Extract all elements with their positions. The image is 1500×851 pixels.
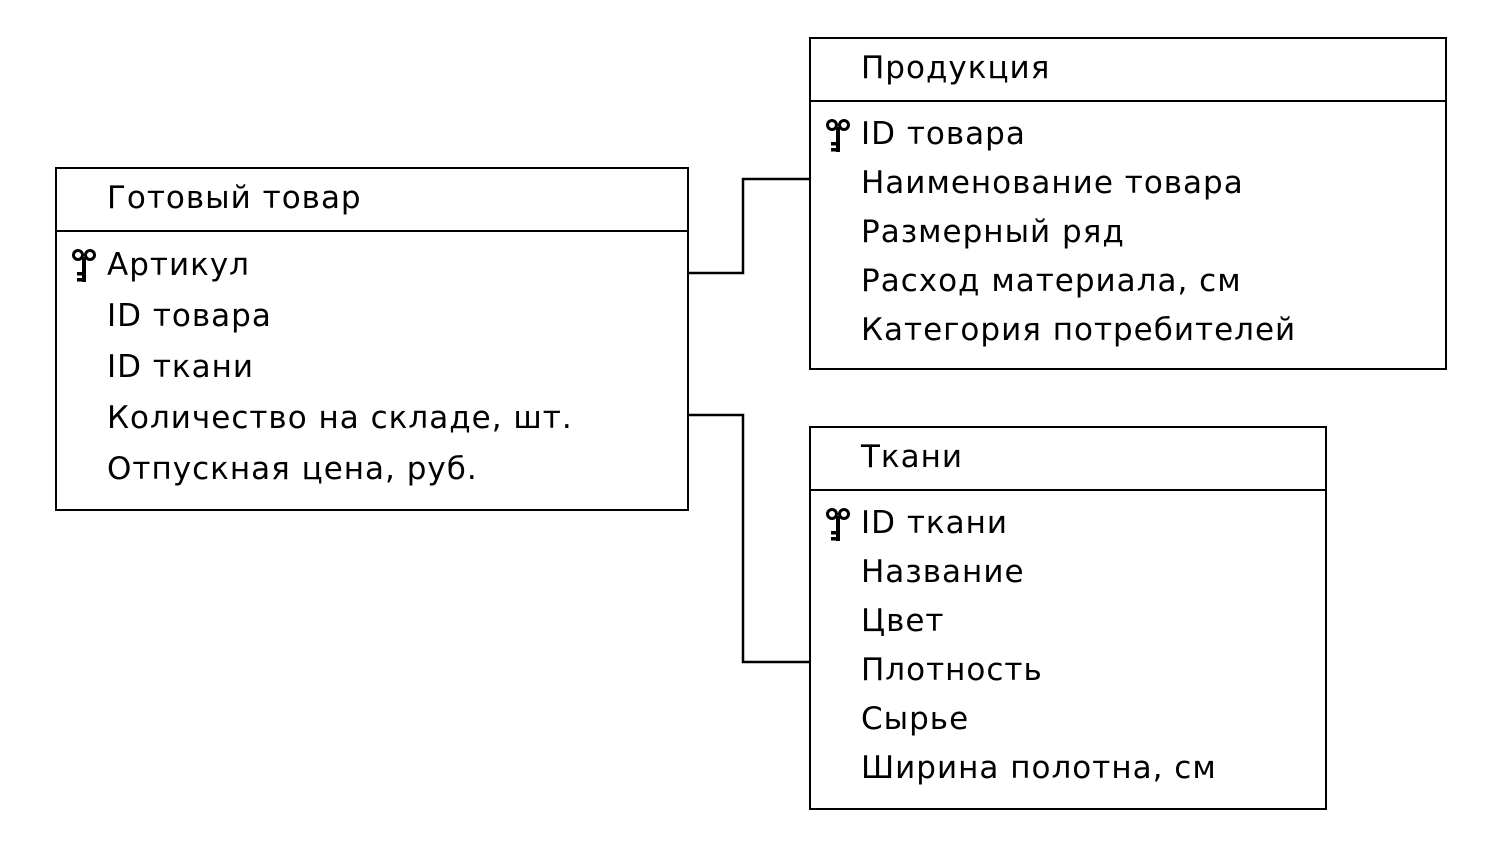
field-row: Цвет (811, 597, 1325, 646)
relation-goods-fabric (689, 413, 810, 664)
field-label: Артикул (107, 247, 250, 283)
field-row: Плотность (811, 646, 1325, 695)
field-row: Расход материала, см (811, 257, 1445, 306)
field-label: Отпускная цена, руб. (107, 451, 478, 487)
field-label: Цвет (861, 603, 945, 639)
field-row: Название (811, 548, 1325, 597)
field-label: ID товара (861, 116, 1026, 152)
entity-products: Продукция ID товара Наименование товара … (809, 37, 1447, 370)
field-label: ID ткани (107, 349, 255, 385)
key-icon (826, 508, 850, 541)
field-row: Сырье (811, 695, 1325, 744)
field-label: Ширина полотна, см (861, 750, 1217, 786)
entity-fields: Артикул ID товара ID ткани Количество на… (57, 232, 687, 495)
entity-fabrics: Ткани ID ткани Название Цвет Плотность С… (809, 426, 1327, 810)
field-row: Количество на складе, шт. (57, 393, 687, 444)
entity-fields: ID ткани Название Цвет Плотность Сырье Ш… (811, 491, 1325, 793)
field-row: ID ткани (811, 499, 1325, 548)
field-row: ID товара (811, 110, 1445, 159)
entity-title: Продукция (811, 39, 1445, 102)
field-label: Размерный ряд (861, 214, 1125, 250)
entity-fields: ID товара Наименование товара Размерный … (811, 102, 1445, 355)
field-label: ID ткани (861, 505, 1009, 541)
field-label: Категория потребителей (861, 312, 1297, 348)
field-label: Сырье (861, 701, 970, 737)
field-label: Наименование товара (861, 165, 1244, 201)
field-label: Количество на складе, шт. (107, 400, 573, 436)
entity-title: Готовый товар (57, 169, 687, 232)
entity-title: Ткани (811, 428, 1325, 491)
field-label: ID товара (107, 298, 272, 334)
field-row: Ширина полотна, см (811, 744, 1325, 793)
relation-goods-product (689, 177, 810, 275)
field-row: ID товара (57, 291, 687, 342)
field-row: Артикул (57, 240, 687, 291)
field-row: Наименование товара (811, 159, 1445, 208)
field-row: Отпускная цена, руб. (57, 444, 687, 495)
field-label: Расход материала, см (861, 263, 1242, 299)
field-row: Категория потребителей (811, 306, 1445, 355)
field-label: Название (861, 554, 1025, 590)
field-row: Размерный ряд (811, 208, 1445, 257)
field-row: ID ткани (57, 342, 687, 393)
entity-finished-goods: Готовый товар Артикул ID товара ID ткани… (55, 167, 689, 511)
key-icon (826, 119, 850, 152)
key-icon (72, 249, 96, 282)
field-label: Плотность (861, 652, 1043, 688)
